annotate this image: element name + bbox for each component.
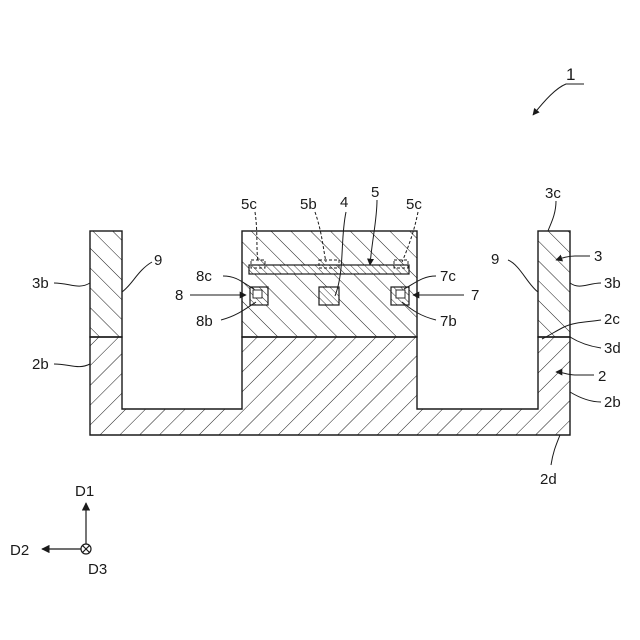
label-ref-3d: 3d: [604, 340, 621, 357]
element-8-inner: [253, 290, 262, 298]
label-ref-8c: 8c: [196, 268, 212, 285]
element-4-hatch: [319, 287, 339, 305]
label-ref-2b-right: 2b: [604, 394, 621, 411]
center-lid-block: [242, 231, 417, 337]
label-ref-2b-left: 2b: [32, 356, 49, 373]
label-ref-8: 8: [175, 287, 183, 304]
label-ref-5c-left: 5c: [241, 196, 257, 213]
label-ref-1: 1: [566, 65, 575, 84]
base-body-2: [90, 337, 570, 435]
label-ref-3b-left: 3b: [32, 275, 49, 292]
axis-label-d3: D3: [88, 561, 107, 578]
label-ref-4: 4: [340, 194, 348, 211]
label-ref-8b: 8b: [196, 313, 213, 330]
axis-label-d1: D1: [75, 483, 94, 500]
label-ref-2c: 2c: [604, 311, 620, 328]
label-ref-3b-right: 3b: [604, 275, 621, 292]
label-ref-5: 5: [371, 184, 379, 201]
label-ref-5b: 5b: [300, 196, 317, 213]
label-ref-2-right: 2: [598, 368, 606, 385]
label-ref-9-left: 9: [154, 252, 162, 269]
label-ref-3-right: 3: [594, 248, 602, 265]
label-ref-5c-right: 5c: [406, 196, 422, 213]
element-7-inner: [396, 290, 405, 298]
right-wall-3: [538, 231, 570, 337]
axis-label-d2: D2: [10, 542, 29, 559]
label-ref-2d: 2d: [540, 471, 557, 488]
label-ref-7b: 7b: [440, 313, 457, 330]
plate-5-hatch: [249, 265, 409, 274]
label-ref-3c: 3c: [545, 185, 561, 202]
label-ref-7: 7: [471, 287, 479, 304]
left-wall-3b: [90, 231, 122, 337]
label-ref-9-right: 9: [491, 251, 499, 268]
label-ref-7c: 7c: [440, 268, 456, 285]
direction-indicator: [42, 503, 91, 554]
